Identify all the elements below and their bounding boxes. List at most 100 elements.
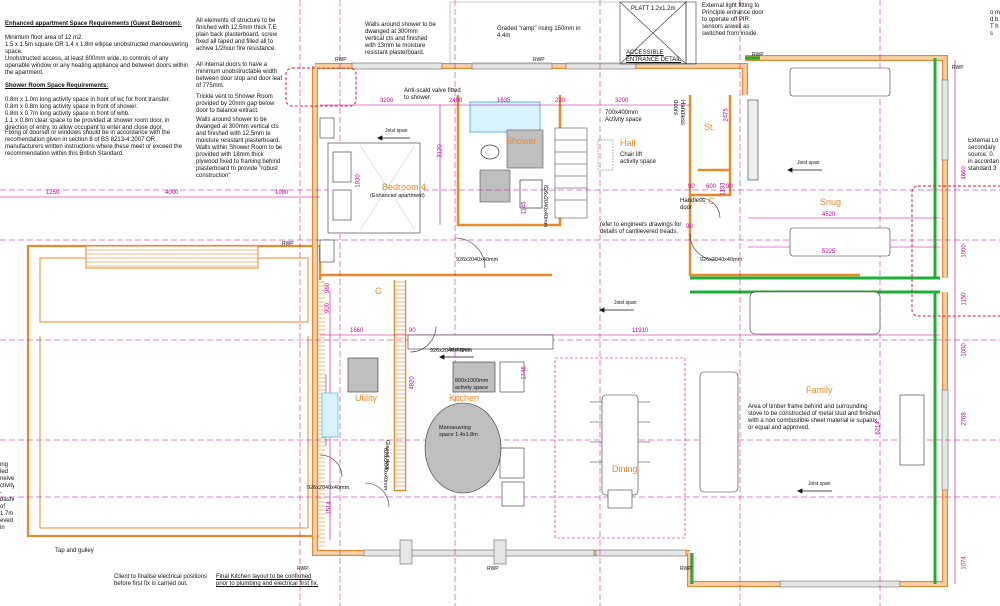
dim-1150: 1150: [961, 292, 968, 306]
kitchen-dining: [407, 334, 686, 539]
dim-1145: 1145: [521, 201, 528, 215]
space-requirements-note: Enhanced appartment Space Requirements (…: [5, 14, 193, 77]
left-window-band: [85, 245, 259, 269]
joist-arrows: [377, 135, 832, 494]
rwp-tag-6: RWP: [297, 566, 309, 572]
dim-90-b: 90: [726, 184, 733, 190]
room-family: Family: [806, 385, 833, 395]
manoeuvring-label: Manoeuvring space 1.4x1.8m: [439, 425, 478, 438]
dim-3200-a: 3200: [380, 98, 394, 104]
entrance-platt: [449, 1, 697, 65]
kitchen-layout-note: Final Kitchen layout to be confirmed pri…: [216, 574, 319, 587]
family-furniture: [699, 291, 925, 493]
door-size-snug: 926x2040x40mm: [700, 257, 743, 263]
room-dining: Dining: [612, 464, 638, 474]
rwp-tag-4: RWP: [952, 65, 964, 71]
dim-1635: 1635: [497, 98, 511, 104]
room-bedroom: Bedroom 4: [382, 182, 427, 192]
dim-90-c: 90: [409, 328, 416, 334]
platt-label: PLATT 1.2x1.2m: [631, 6, 676, 12]
dim-1074: 1074: [961, 556, 968, 570]
dim-11910: 11910: [632, 328, 649, 334]
room-utility: Utility: [355, 393, 377, 403]
anti-scald-note: Anti-scald valve fitted to shower.: [404, 88, 461, 101]
light-fitting-note: External light fitting to Principle entr…: [702, 3, 764, 37]
dim-2475: 2475: [723, 108, 730, 122]
dim-2768: 2768: [961, 412, 968, 426]
dim-4660: 4660: [961, 166, 968, 180]
room-hall: Hall: [620, 138, 636, 148]
snug-furniture: [747, 67, 891, 257]
door-size-shower: 826x2040x40mm: [542, 185, 548, 228]
walls-shower-top-note: Walls around shower to be dwanged at 300…: [365, 22, 436, 56]
dim-1000-a: 1000: [961, 244, 968, 258]
family-stove-note: Area of timber frame behind and surround…: [748, 404, 881, 431]
ramp-note: Graded "ramp" rising 150mm in 4.4m: [497, 26, 581, 39]
dim-1514: 1514: [326, 501, 333, 515]
dim-1000-b: 1000: [961, 343, 968, 357]
right-cut-note: o m d b T h s: [990, 10, 1000, 37]
walls-within-note: Walls within Shower Room to be provided …: [196, 145, 283, 179]
rwp-tag-7: RWP: [487, 566, 499, 572]
rwp-tag-1: RWP: [335, 57, 347, 63]
dim-90-a: 90: [688, 184, 695, 190]
kitchen-wall-hatch: [395, 280, 405, 490]
shower-room: [469, 101, 544, 209]
dim-1930: 1930: [355, 174, 362, 188]
chair-lift-note: Chair lift activity space: [620, 152, 657, 165]
joist-span-family: Joist span: [808, 481, 831, 487]
walls-shower-note: Walls around shower to be dwanged at 300…: [196, 117, 281, 144]
dim-900: 900: [325, 302, 332, 314]
dim-3200-b: 3200: [615, 98, 629, 104]
dim-600: 600: [706, 184, 717, 190]
shower-requirements-note: Shower Room Space Requirements: 0.8m x 1…: [5, 76, 193, 132]
handless-door-note: Handless door: [680, 198, 706, 211]
dim-1660: 1660: [350, 328, 364, 334]
utility-fittings: [321, 357, 379, 438]
door-size-kitchen: 926x2040x40mm: [430, 348, 473, 354]
dim-3120: 3120: [437, 144, 444, 158]
activity-800-label: 800x1000mm activity space: [455, 378, 489, 391]
space-req-body: Minimum floor area of 12 m2. 1.5 x 1.5m …: [5, 35, 189, 76]
joist-span-hall: Joist span: [614, 300, 637, 306]
room-cupboard-2: C: [375, 286, 382, 296]
enhanced-label: (Enhanced apartment): [370, 193, 425, 199]
dim-1250: 1250: [46, 190, 60, 196]
bed: [319, 117, 421, 263]
internal-doors-note: All internal doors to have a minimum uno…: [196, 62, 283, 89]
dim-220: 220: [555, 98, 566, 104]
engineers-note: refer to engineers drawings for details …: [600, 222, 682, 235]
handless-doors-note: Handless doors: [672, 100, 685, 126]
shower-req-title: Shower Room Space Requirements:: [5, 83, 109, 89]
stairs: [554, 127, 614, 219]
joist-span-kitchen: Joist span: [448, 347, 471, 353]
rwp-markers: [285, 67, 1000, 317]
accessible-label: ACCESSIBLE ENTRANCE DETAIL: [626, 50, 682, 63]
dim-5225: 5225: [822, 249, 836, 255]
external-lo-note: External Lo secondary source. 0. in acco…: [968, 138, 1000, 172]
joist-span-snug: Joist span: [797, 160, 820, 166]
dim-2400: 2400: [449, 98, 463, 104]
dim-90-d: 90: [686, 224, 693, 230]
joist-span-bedroom: Joist span: [385, 128, 408, 134]
door-size-utility-2: 826x2040x40mm: [382, 448, 388, 491]
dim-6214: 6214: [875, 421, 882, 435]
rwp-tag-8: RWP: [680, 566, 692, 572]
door-swings: [319, 197, 721, 508]
dim-4000: 4000: [165, 190, 179, 196]
room-cupboard-1: C: [708, 196, 715, 206]
trickle-vent-note: Trickle vent to Shower Room provided by …: [196, 94, 275, 114]
tap-gulley-note: Tap and gulley: [55, 548, 94, 554]
dim-1746: 1746: [521, 366, 528, 380]
room-snug: Snug: [820, 197, 842, 207]
rwp-tag-5: RWP: [282, 241, 294, 247]
rwp-tag-2: RWP: [533, 57, 545, 63]
structure-note: All elements of structure to be finished…: [196, 18, 278, 52]
dim-4820: 4820: [409, 376, 416, 390]
glazing: [690, 56, 940, 584]
dim-960: 960: [325, 282, 332, 294]
door-size-utility: 926x2040x40mm: [307, 485, 350, 491]
activity-700-note: 700x400mm Activity space: [605, 110, 642, 123]
